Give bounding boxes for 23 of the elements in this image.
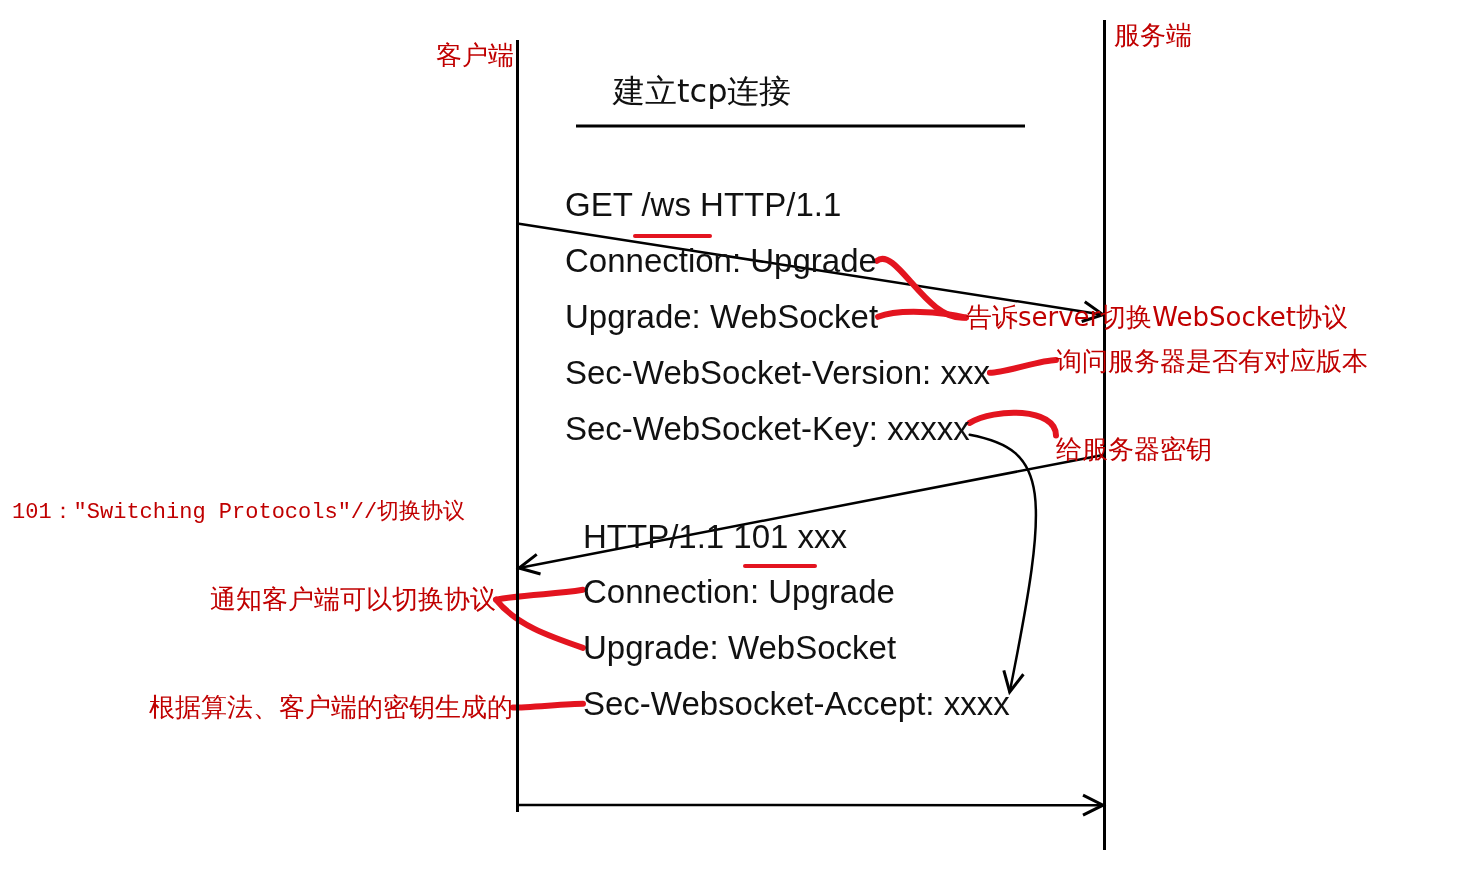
header-line: Sec-WebSocket-Version: xxx [565, 353, 990, 393]
header-line: Upgrade: WebSocket [583, 628, 897, 668]
participant-label: 客户端 [436, 40, 514, 72]
leader-line [966, 409, 1059, 439]
leader-line [986, 357, 1059, 376]
leader-line [875, 308, 969, 321]
header-line: Upgrade: WebSocket [565, 297, 879, 337]
header-line: Sec-Websocket-Accept: xxxx [583, 684, 1010, 724]
leader-line [493, 596, 586, 651]
section-heading: 建立tcp连接 [613, 71, 792, 112]
arrow [517, 793, 1105, 817]
header-line: Connection: Upgrade [565, 241, 877, 281]
status-note: 101："Switching Protocols"//切换协议 [12, 499, 466, 526]
header-line: Connection: Upgrade [583, 572, 895, 612]
participant-label: 服务端 [1114, 20, 1192, 52]
leader-line [493, 586, 586, 603]
arrow [517, 222, 1105, 323]
annotation-text: 根据算法、客户端的密钥生成的 [149, 692, 513, 724]
annotation-text: 通知客户端可以切换协议 [210, 584, 496, 616]
leader-line [510, 700, 586, 711]
arrow [968, 433, 1038, 694]
header-line: GET /ws HTTP/1.1 [565, 185, 842, 225]
header-line: Sec-WebSocket-Key: xxxxx [565, 409, 970, 449]
